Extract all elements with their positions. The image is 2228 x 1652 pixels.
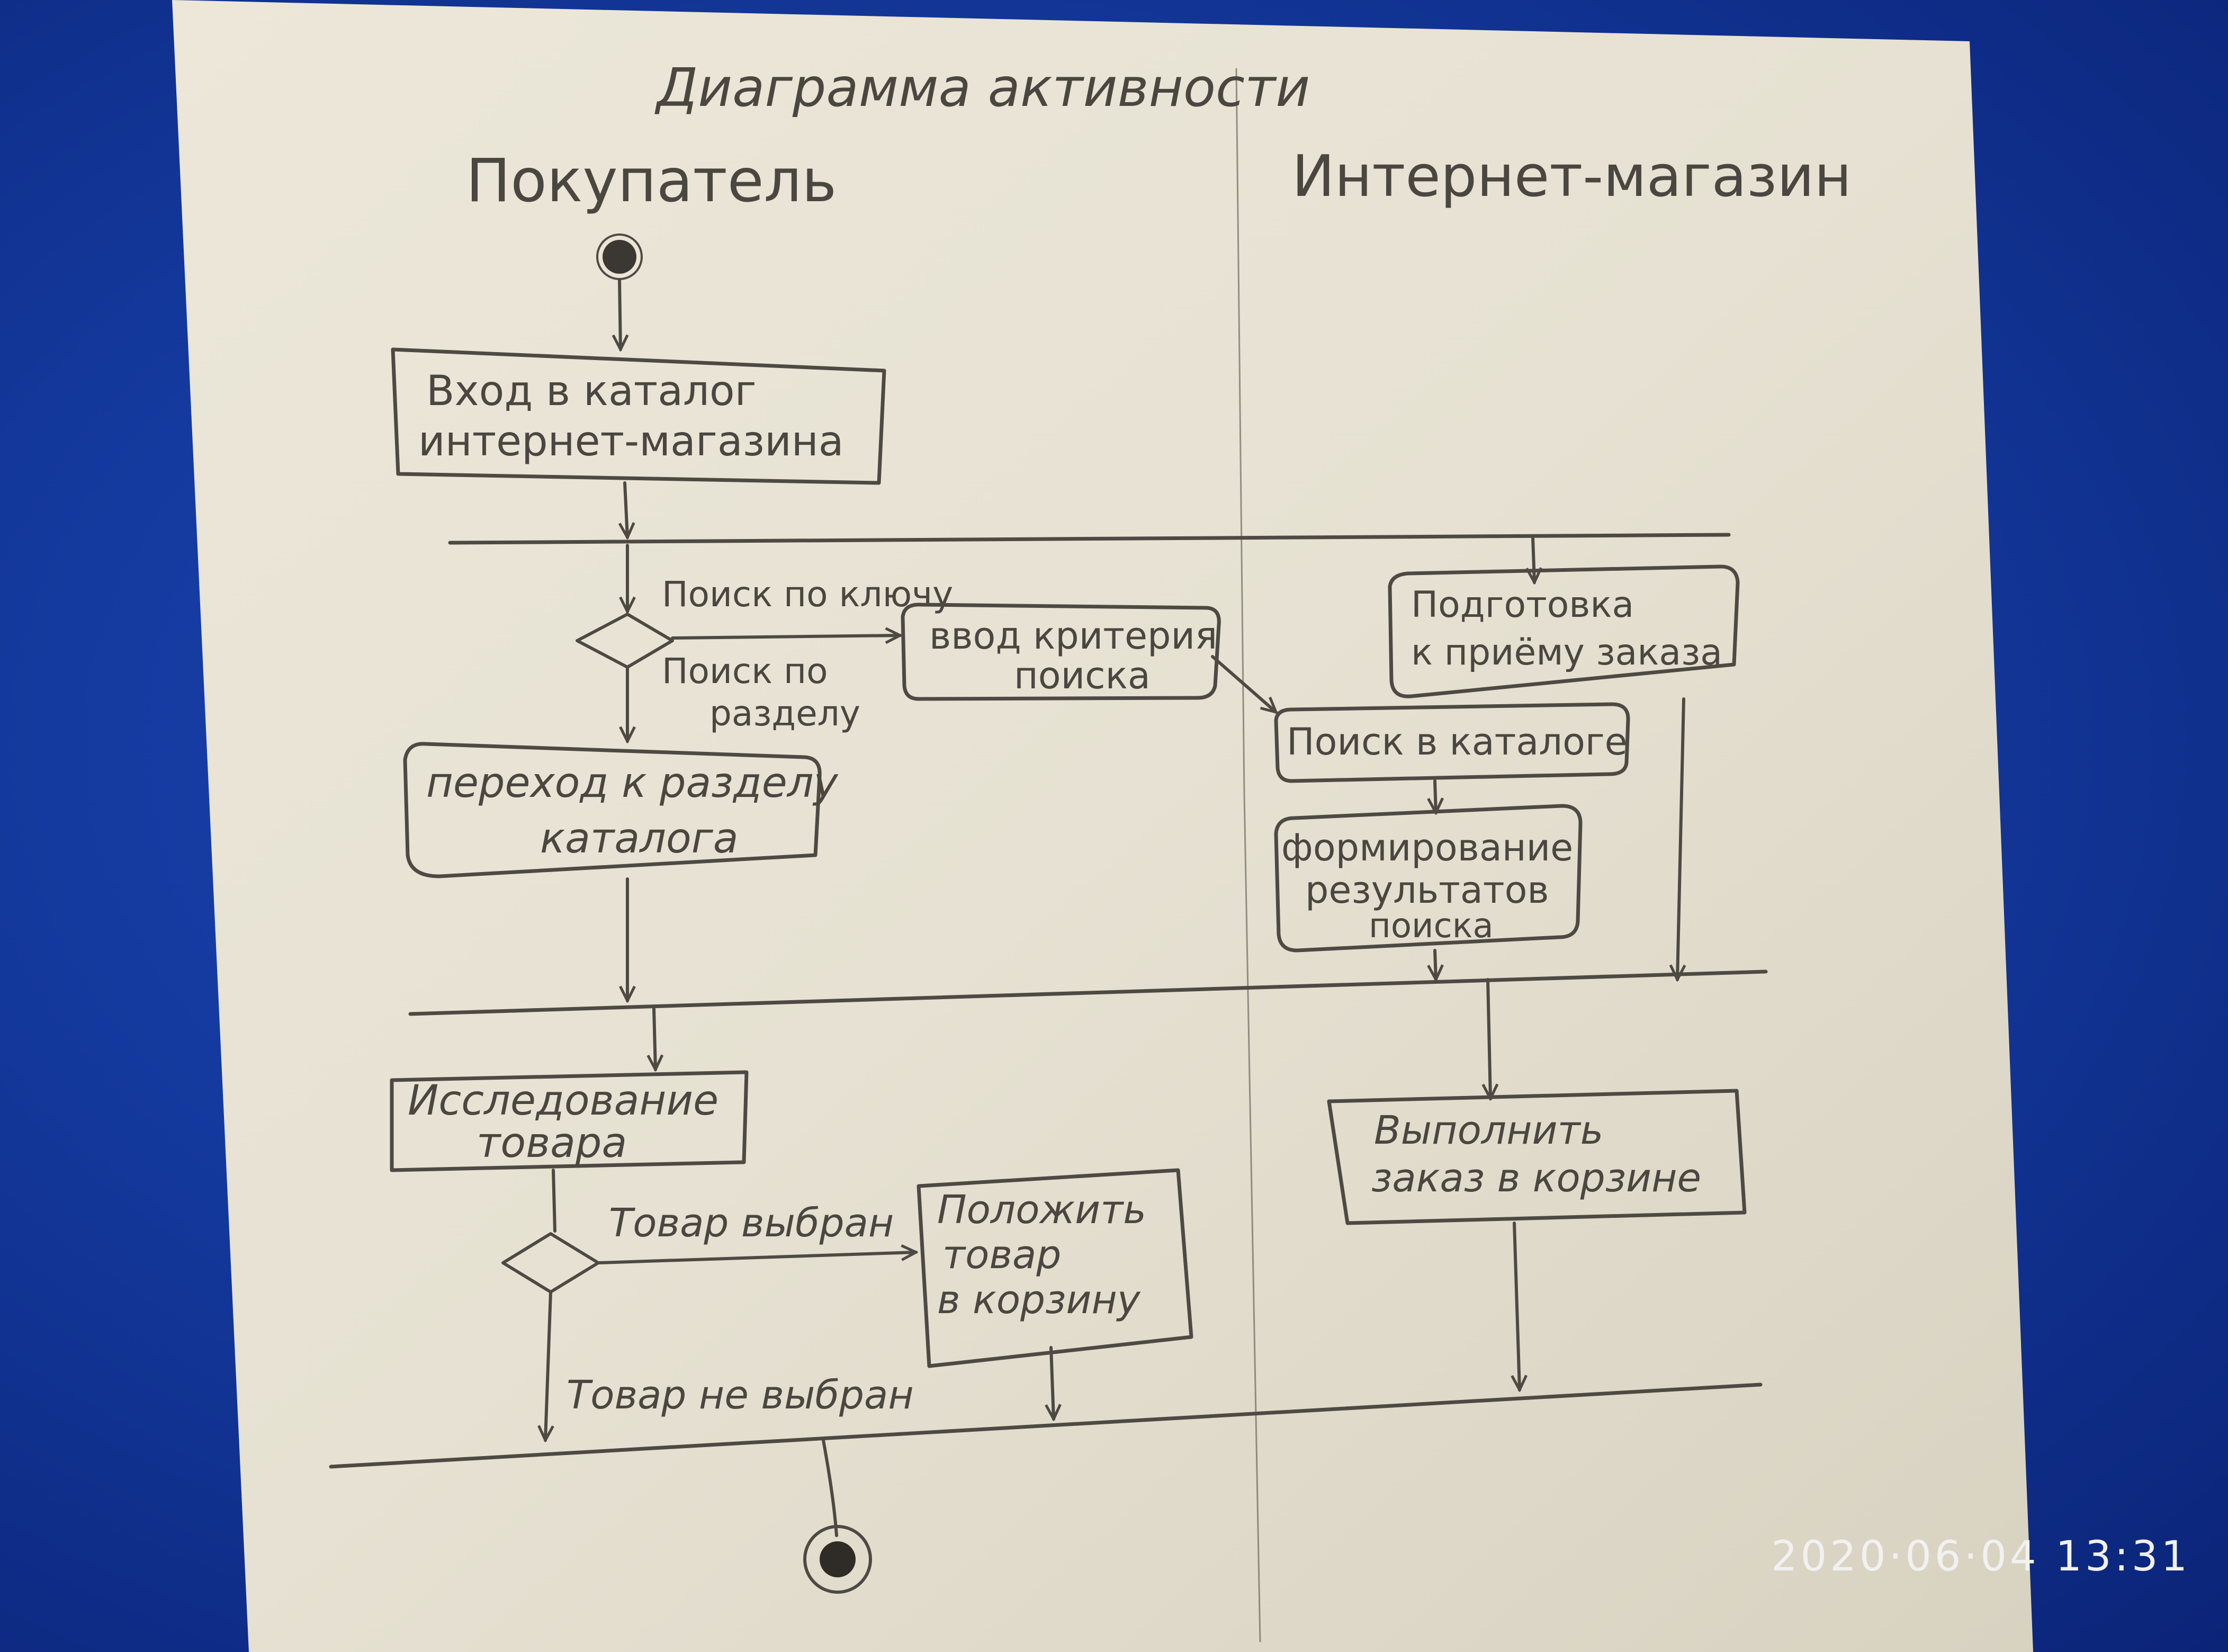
action-enter-catalog-line-2: интернет-магазина bbox=[418, 418, 844, 465]
diagram-title: Диаграмма активности bbox=[654, 57, 1310, 119]
guard-item-not-selected: Товар не выбран bbox=[567, 1372, 914, 1418]
guard-item-selected: Товар выбран bbox=[609, 1200, 894, 1246]
action-form-results-line-2: результатов bbox=[1305, 868, 1549, 912]
action-prepare-order-line-1: Подготовка bbox=[1411, 584, 1634, 626]
flow-enter-to-fork1 bbox=[625, 481, 627, 537]
flow-decision2-to-join bbox=[545, 1290, 551, 1440]
flow-examine-to-decision2 bbox=[552, 1169, 556, 1233]
flow-fulfill-to-join bbox=[1514, 1222, 1520, 1390]
action-put-in-cart-line-3: в корзину bbox=[937, 1277, 1141, 1323]
flow-results-to-join bbox=[1435, 949, 1436, 980]
action-put-in-cart-line-2: товар bbox=[942, 1232, 1061, 1278]
action-form-results-line-1: формирование bbox=[1281, 826, 1573, 869]
action-form-results-line-3: поиска bbox=[1369, 906, 1494, 946]
action-enter-catalog: Вход в каталог интернет-магазина bbox=[391, 347, 886, 485]
action-put-in-cart-line-1: Положить bbox=[937, 1187, 1146, 1233]
flow-start-to-enter bbox=[619, 278, 621, 349]
action-examine-item-line-1: Исследование bbox=[408, 1077, 718, 1125]
flow-prepare-to-join bbox=[1677, 697, 1684, 980]
action-fulfill-order-line-1: Выполнить bbox=[1374, 1108, 1603, 1153]
action-put-in-cart: Положить товар в корзину bbox=[917, 1168, 1193, 1368]
guard-search-by-section-line-2: разделу bbox=[709, 693, 860, 734]
flow-search-to-results bbox=[1435, 779, 1436, 813]
flow-decision1-to-criteria bbox=[671, 635, 900, 638]
action-enter-criteria-line-1: ввод критерия bbox=[929, 614, 1217, 658]
join-bar-2 bbox=[408, 969, 1768, 1016]
action-go-to-section-line-1: переход к разделу bbox=[426, 759, 839, 807]
action-enter-catalog-line-1: Вход в каталог bbox=[426, 367, 757, 415]
final-node bbox=[803, 1525, 872, 1594]
action-examine-item-line-2: товара bbox=[477, 1119, 627, 1167]
paper-sheet bbox=[172, 0, 2033, 1652]
action-enter-criteria: ввод критерия поиска bbox=[901, 603, 1221, 701]
flow-fork1-to-prepare bbox=[1533, 536, 1534, 582]
flow-decision2-to-cart bbox=[597, 1252, 916, 1264]
action-examine-item: Исследование товара bbox=[390, 1070, 749, 1172]
decision-search-mode bbox=[576, 613, 674, 669]
fork-bar-1 bbox=[448, 533, 1731, 545]
action-fulfill-order: Выполнить заказ в корзине bbox=[1327, 1089, 1747, 1225]
action-prepare-order: Подготовка к приёму заказа bbox=[1388, 564, 1740, 698]
photo-timestamp: 2020·06·04 13:31 bbox=[1771, 1533, 2191, 1581]
action-go-to-section-line-2: каталога bbox=[540, 815, 739, 863]
flow-criteria-to-search bbox=[1211, 655, 1276, 712]
initial-node bbox=[596, 234, 643, 280]
action-prepare-order-line-2: к приёму заказа bbox=[1411, 632, 1722, 674]
flow-join2-to-examine bbox=[654, 1007, 655, 1070]
flow-join2-to-fulfill bbox=[1488, 978, 1490, 1099]
guard-search-by-section-line-1: Поиск по bbox=[662, 651, 828, 692]
action-search-catalog-line-1: Поиск в каталоге bbox=[1287, 720, 1628, 764]
swimlane-divider bbox=[1235, 68, 1261, 1642]
action-go-to-section: переход к разделу каталога bbox=[403, 742, 839, 878]
action-search-catalog: Поиск в каталоге bbox=[1274, 702, 1630, 783]
flow-cart-to-join bbox=[1051, 1346, 1054, 1419]
lane-header-buyer: Покупатель bbox=[466, 147, 837, 216]
action-fulfill-order-line-2: заказ в корзине bbox=[1371, 1155, 1701, 1201]
join-bar-3 bbox=[329, 1382, 1763, 1469]
action-enter-criteria-line-2: поиска bbox=[1014, 654, 1151, 697]
lane-header-store: Интернет-магазин bbox=[1292, 143, 1852, 210]
action-form-results: формирование результатов поиска bbox=[1274, 804, 1583, 953]
